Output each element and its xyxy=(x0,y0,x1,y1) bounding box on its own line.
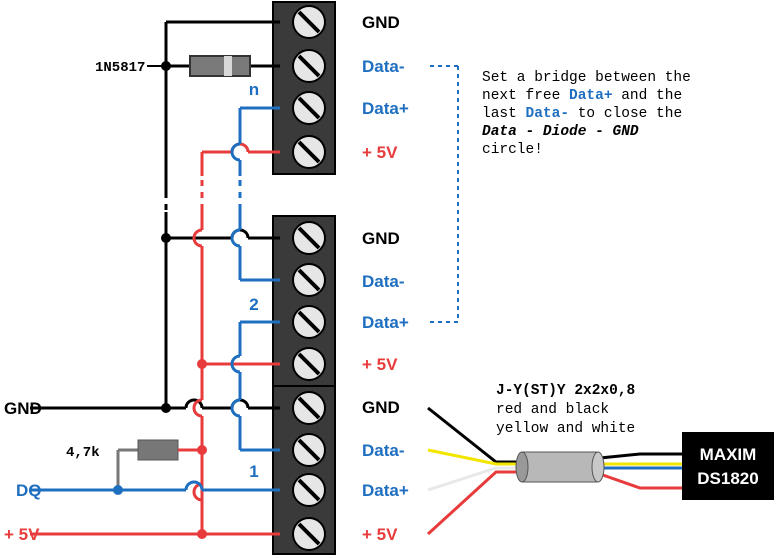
group-2-label: 2 xyxy=(249,295,258,314)
bridge-bracket xyxy=(430,65,459,323)
screw-slot xyxy=(297,140,321,164)
dq-junction xyxy=(113,485,123,495)
note-line-2: next free Data+ and the xyxy=(482,88,682,104)
diode-1n5817 xyxy=(189,55,251,77)
terminal-5v: + 5V xyxy=(362,355,398,374)
screw-slot xyxy=(297,10,321,34)
note-line-3: last Data- to close the xyxy=(482,106,682,122)
gnd-junction xyxy=(161,233,171,243)
screw-slot xyxy=(297,268,321,292)
note-line-1: Set a bridge between the xyxy=(482,70,691,86)
terminal-labels-mid: GND Data- Data+ + 5V xyxy=(362,229,409,374)
v5-junction xyxy=(197,529,207,539)
screw-slot xyxy=(297,96,321,120)
bridge-note: Set a bridge between the next free Data+… xyxy=(482,70,691,158)
cable-pair-1: red and black xyxy=(496,402,609,418)
v5-junction xyxy=(197,359,207,369)
terminal-data-plus: Data+ xyxy=(362,481,409,500)
gnd-junction xyxy=(161,403,171,413)
terminal-data-plus: Data+ xyxy=(362,99,409,118)
data-wiring xyxy=(30,106,280,492)
terminal-5v: + 5V xyxy=(362,143,398,162)
screw-slot xyxy=(297,226,321,250)
group-1-label: 1 xyxy=(249,462,258,481)
terminal-gnd: GND xyxy=(362,13,400,32)
terminal-gnd: GND xyxy=(362,229,400,248)
terminal-labels-top: GND Data- Data+ + 5V xyxy=(362,13,409,162)
terminal-data-minus: Data- xyxy=(362,57,405,76)
screw-slot xyxy=(297,54,321,78)
cable-pair-2: yellow and white xyxy=(496,421,635,437)
gnd-wiring xyxy=(30,20,280,410)
sensor-ds1820: MAXIM DS1820 xyxy=(682,432,774,500)
screw-slot xyxy=(297,478,321,502)
terminal-labels-bot: GND Data- Data+ + 5V xyxy=(362,398,409,544)
terminal-5v: + 5V xyxy=(362,525,398,544)
screw-slot xyxy=(297,522,321,546)
sensor-line1: MAXIM xyxy=(700,445,757,464)
sensor-cable xyxy=(426,406,682,536)
v5-wiring xyxy=(30,142,280,536)
resistor-label: 4,7k xyxy=(66,445,100,461)
terminal-data-minus: Data- xyxy=(362,272,405,291)
note-line-5: circle! xyxy=(482,142,543,158)
screw-slot xyxy=(297,352,321,376)
note-line-4: Data - Diode - GND xyxy=(482,124,639,140)
screw-slot xyxy=(297,396,321,420)
screw-slot xyxy=(297,438,321,462)
sensor-line2: DS1820 xyxy=(697,469,758,488)
terminal-data-minus: Data- xyxy=(362,441,405,460)
diode-label: 1N5817 xyxy=(95,60,145,76)
gnd-input-label: GND xyxy=(4,399,42,418)
dq-label: DQ xyxy=(16,481,42,500)
cable-type: J-Y(ST)Y 2x2x0,8 xyxy=(496,383,635,399)
screw-slot xyxy=(297,310,321,334)
v5-input-label: + 5V xyxy=(4,525,40,544)
terminal-data-plus: Data+ xyxy=(362,313,409,332)
terminal-gnd: GND xyxy=(362,398,400,417)
cable-sheath xyxy=(515,451,605,483)
resistor-4k7 xyxy=(116,439,202,490)
cable-description: J-Y(ST)Y 2x2x0,8 red and black yellow an… xyxy=(496,383,635,437)
group-n-label: n xyxy=(249,80,259,99)
